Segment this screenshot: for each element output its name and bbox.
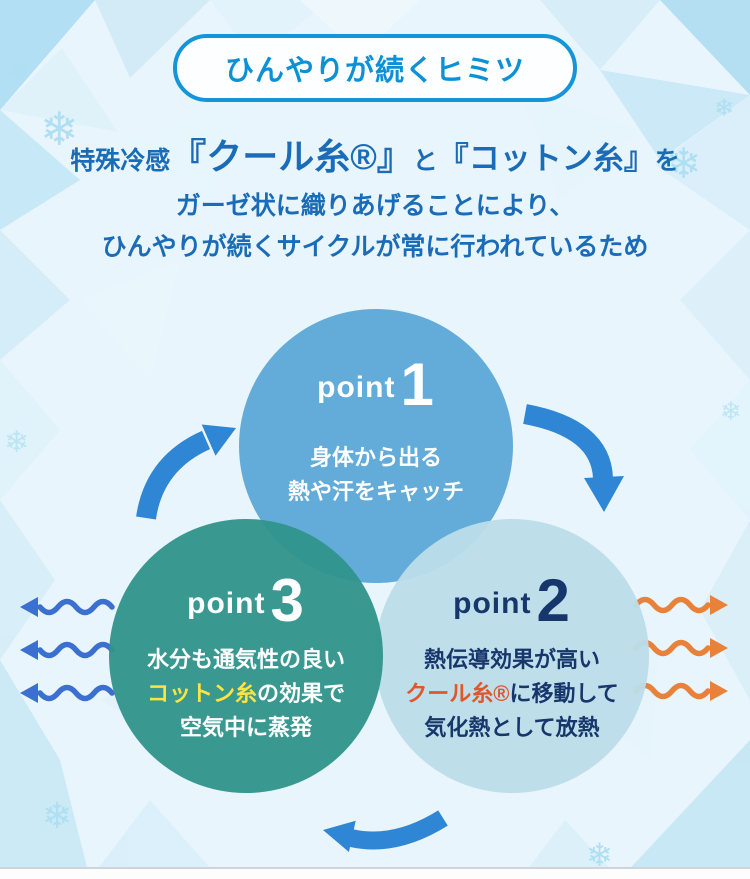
wave-arrow-left-icon	[20, 597, 115, 617]
point3-body-line1: 水分も通気性の良い	[146, 647, 345, 672]
snowflake-icon: ❄	[714, 95, 734, 122]
intro-cotton-yarn: 『コットン糸』	[437, 141, 655, 176]
point2-body: 熱伝導効果が高い クール糸®に移動して 気化熱として放熱	[375, 643, 649, 745]
point3-body-line3: 空気中に蒸発	[179, 715, 312, 741]
point2-body-line2-rest: に移動して	[509, 681, 619, 707]
intro-line-1: 特殊冷感『クール糸®』と『コットン糸』を	[0, 128, 750, 186]
wave-arrow-left-icon	[20, 640, 115, 660]
point2-body-line1: 熱伝導効果が高い	[423, 647, 600, 672]
cycle-arrow-point1-to-point2-icon	[523, 404, 624, 512]
point2-label-text: point	[453, 587, 532, 620]
point2-circle: point2 熱伝導効果が高い クール糸®に移動して 気化熱として放熱	[375, 519, 649, 793]
snowflake-icon: ❄	[4, 426, 29, 459]
point3-label: point3	[109, 571, 383, 631]
snowflake-icon: ❄	[666, 140, 701, 187]
snowflake-icon: ❄	[42, 795, 72, 836]
heat-release-waves-right	[632, 592, 732, 704]
intro-seg-suffix: を	[654, 147, 680, 175]
wave-arrow-left-icon	[20, 683, 115, 703]
cycle-arrow-point2-to-point3-icon	[323, 810, 448, 852]
page-title: ひんやりが続くヒミツ	[172, 34, 578, 102]
point3-body-line2-rest: の効果で	[257, 681, 346, 707]
snowflake-icon: ❄	[720, 396, 742, 426]
point1-number: 1	[400, 351, 435, 418]
point2-highlight-cool-yarn: クール糸®	[405, 681, 510, 707]
intro-seg-prefix: 特殊冷感	[70, 147, 171, 175]
wave-arrow-right-icon	[633, 638, 728, 658]
intro-text: 特殊冷感『クール糸®』と『コットン糸』を ガーゼ状に織りあげることにより、 ひん…	[0, 128, 750, 267]
point3-body-line2: コットン糸の効果で	[109, 677, 383, 711]
snowflake-icon: ❄	[40, 103, 79, 155]
intro-cool-yarn: 『クール糸®』	[170, 136, 413, 177]
wave-arrow-right-icon	[633, 681, 728, 701]
intro-line-2: ガーゼ状に織りあげることにより、	[175, 192, 575, 221]
bottom-divider	[0, 867, 750, 879]
snowflake-icons: ❄ ❄ ❄ ❄ ❄ ❄ ❄ ❄	[4, 56, 742, 873]
point3-highlight-cotton-yarn: コットン糸	[146, 681, 257, 707]
point3-label-text: point	[187, 587, 266, 620]
intro-seg-and: と	[412, 147, 438, 175]
point3-number: 3	[270, 567, 305, 634]
point2-body-line3: 気化熱として放熱	[424, 715, 600, 741]
evaporation-waves-left	[16, 594, 116, 706]
point2-label: point2	[375, 571, 649, 631]
point3-circle: point3 水分も通気性の良い コットン糸の効果で 空気中に蒸発	[109, 519, 383, 793]
point1-body-line1: 身体から出る	[309, 445, 442, 470]
point1-label-text: point	[317, 371, 396, 404]
point1-label: point1	[239, 355, 513, 415]
point1-body-line2: 熱や汗をキャッチ	[287, 479, 464, 505]
snowflake-icon: ❄	[8, 56, 30, 86]
cycle-arrow-point3-to-point1-icon	[136, 424, 236, 520]
point1-body: 身体から出る 熱や汗をキャッチ	[239, 441, 513, 509]
point3-body: 水分も通気性の良い コットン糸の効果で 空気中に蒸発	[109, 643, 383, 745]
point2-number: 2	[536, 567, 571, 634]
wave-arrow-right-icon	[633, 595, 728, 615]
point2-body-line2: クール糸®に移動して	[375, 677, 649, 711]
intro-line-3: ひんやりが続くサイクルが常に行われているため	[101, 232, 649, 261]
